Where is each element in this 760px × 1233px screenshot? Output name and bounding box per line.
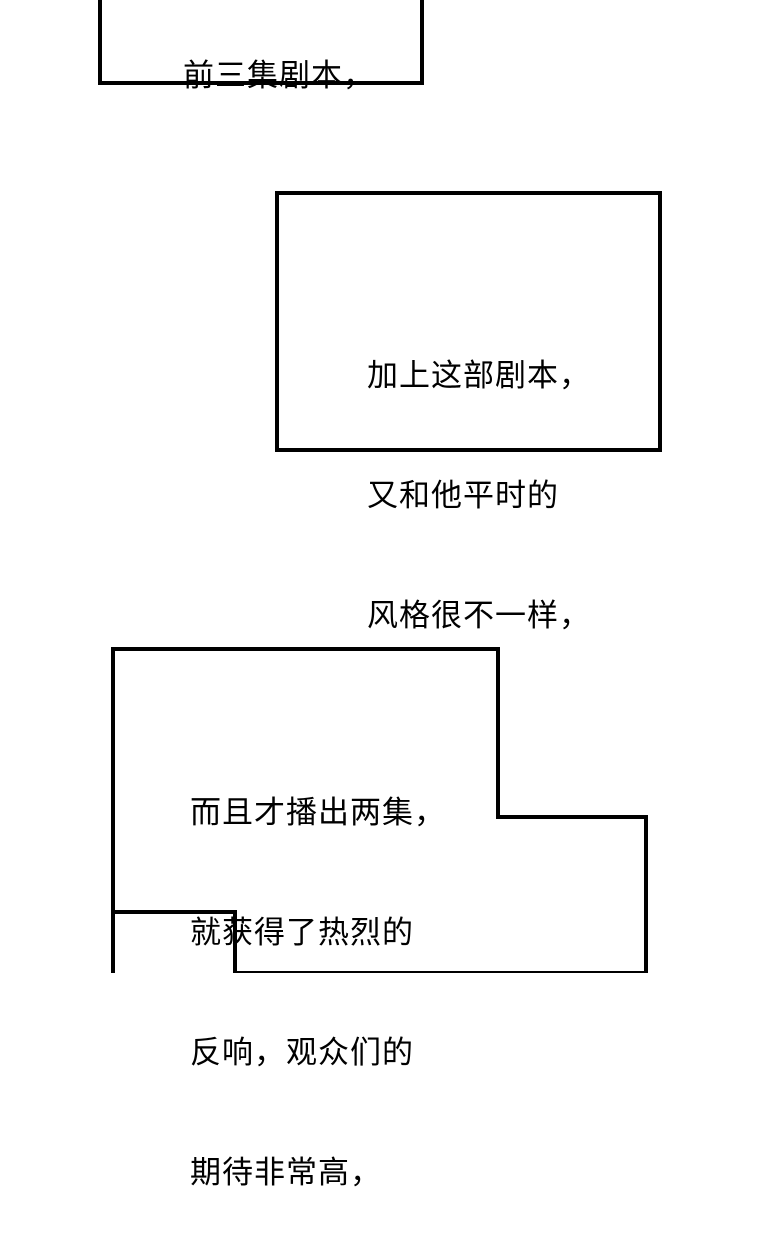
caption-line: 期待非常高， [190,1155,382,1191]
caption-box-bottom-outline [111,647,648,973]
caption-text-bottom: 而且才播出两集， 就获得了热烈的 反响，观众们的 期待非常高， [190,713,446,1233]
caption-text-middle: 加上这部剧本， 又和他平时的 风格很不一样， [367,276,591,676]
caption-box-middle [275,191,662,452]
caption-box-top [98,0,424,85]
caption-line: 风格很不一样， [367,598,591,634]
caption-box-bottom [111,647,648,973]
caption-line: 反响，观众们的 [190,1035,414,1071]
caption-line: 前三集剧本， [183,58,375,94]
caption-line: 就获得了热烈的 [190,915,414,951]
caption-line: 加上这部剧本， [367,358,591,394]
caption-text-top: 前三集剧本， [183,0,375,136]
caption-line: 又和他平时的 [367,478,559,514]
caption-line: 而且才播出两集， [190,795,446,831]
